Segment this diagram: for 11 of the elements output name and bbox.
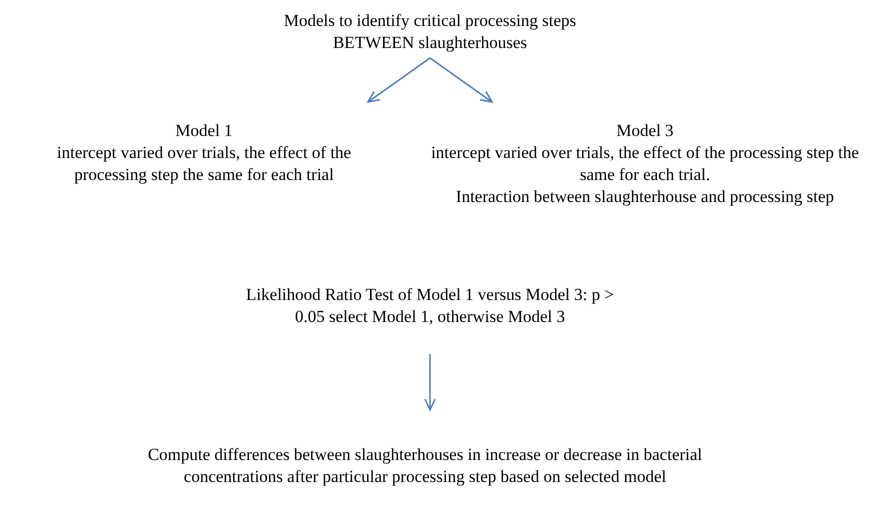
node-text: intercept varied over trials, the effect of the processing step the same for each trial. (430, 142, 860, 186)
node-text: Likelihood Ratio Test of Model 1 versus Model 3: p > 0.05 select Model 1, otherwise Model 3 (245, 284, 615, 328)
arrow (430, 57, 493, 103)
arrow (424, 354, 436, 411)
node-text: Interaction between slaughterhouse and processing step (456, 186, 834, 208)
node-text: intercept varied over trials, the effect of the processing step the same for each trial (56, 142, 352, 186)
node-text: Compute differences between slaughterhouses in increase or decrease in bacterial concentrations after particular processing step based on selected model (146, 444, 704, 488)
arrow (367, 57, 430, 103)
node-text: Models to identify critical processing steps BETWEEN slaughterhouses (282, 10, 578, 54)
node-heading: Model 3 (616, 120, 674, 142)
node-heading: Model 1 (175, 120, 233, 142)
